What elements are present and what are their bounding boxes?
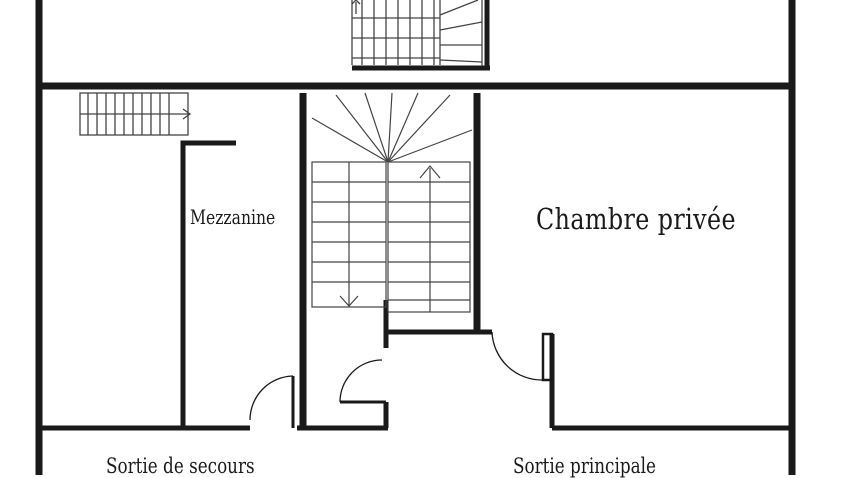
exit-label-secours: Sortie de secours [106, 454, 255, 478]
stair-well-walls [299, 93, 481, 428]
room-label-chambre-privee: Chambre privée [536, 202, 736, 236]
top-stair-enclosure [351, 0, 490, 71]
mezzanine-stair [79, 92, 192, 136]
exit-label-principale: Sortie principale [513, 454, 656, 478]
mezzanine-walls [39, 140, 388, 431]
central-stair [311, 92, 473, 313]
outer-walls [35, 0, 796, 475]
chambre-walls [549, 334, 792, 431]
doors [249, 331, 554, 428]
room-label-mezzanine: Mezzanine [190, 205, 276, 229]
stair-well-inner-walls [383, 300, 492, 428]
